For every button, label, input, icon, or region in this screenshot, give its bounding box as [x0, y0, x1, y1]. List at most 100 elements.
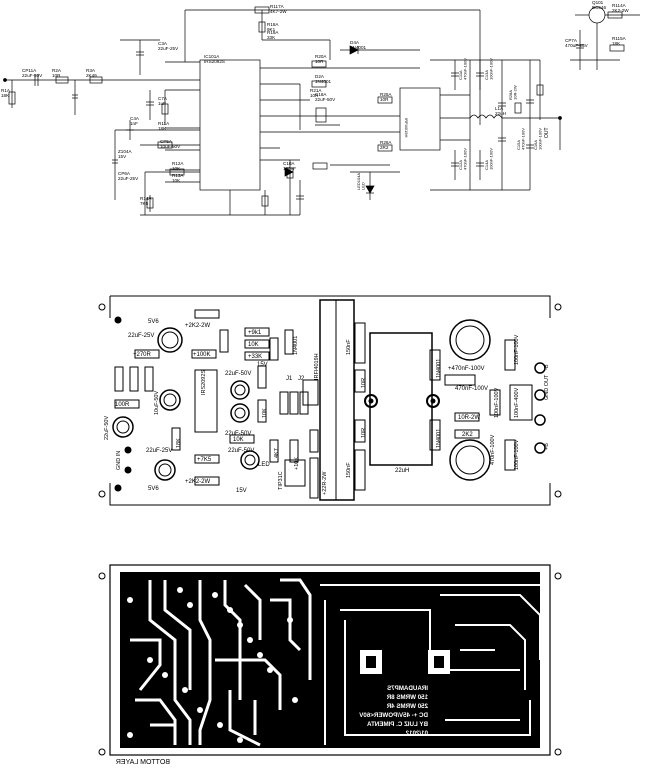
pcb-line-1: IRAUDAMP7S [387, 685, 428, 692]
circuit-schematic [3, 6, 640, 216]
lbl-15v: 15V [257, 362, 268, 368]
label-led: LED104ALED [356, 173, 365, 190]
lbl-100nf-c: 100nF-100V [514, 439, 520, 470]
lbl-10r-2w: 10R-2W [458, 415, 480, 421]
lbl-1n4001-c: 1N4001 [436, 429, 442, 448]
label-c16a: C16A100nF-100V [533, 128, 542, 150]
lbl-irfi: IRFI4019H [314, 353, 320, 380]
pcb-line-2: 150 WRMS 8R [386, 694, 428, 701]
lbl-tip31c: TIP31C [278, 471, 284, 490]
label-r28a: R28A10R-2W [508, 85, 517, 100]
bottom-layer-label: BOTTOM LAYER [116, 759, 170, 766]
lbl-10r-a: 10R [361, 378, 367, 388]
lbl-4k7: 4K7 [274, 448, 280, 458]
lbl-22uf-50v-left: 22uF-50V [104, 416, 110, 440]
pcb-bottom-layer: IRAUDAMP7S 150 WRMS 8R 250 WRMS 4R DC +-… [98, 564, 562, 766]
pcb-line-6: 01/2012 [405, 730, 428, 737]
component-layout [98, 295, 562, 506]
lbl-1n4001-a: 1N4001 [293, 336, 299, 355]
pcb-line-4: DC +- 45V/POWER<60V [358, 712, 428, 719]
lbl-2k2-bot: +2K2-2W [185, 479, 211, 485]
lbl-22uf-50v-b: 22uF-50V [225, 431, 251, 437]
lbl-470nf-a: +470nF-100V [448, 366, 485, 372]
lbl-2k2-top: +2K2-2W [185, 323, 211, 329]
lbl-plus-b: +B [544, 443, 550, 450]
lbl-10k-b: 10K [262, 408, 268, 418]
lbl-15v-b: 15V [236, 488, 247, 494]
lbl-1n4001-b: 1N4001 [436, 359, 442, 378]
lbl-22uf-50v-a: 22uF-50V [225, 371, 251, 377]
lbl-22uf-25v-top: 22uF-25V [128, 333, 154, 339]
lbl-22r-2w: +22R-2W [322, 471, 328, 495]
pcb-line-3: 250 WRMS 4R [386, 703, 428, 710]
lbl-100k: +100K [193, 352, 211, 358]
component-labels: 5V6 +2K2-2W 22uF-25V +9k1 10K +33K 1N400… [104, 319, 550, 495]
pcb-line-5: BY LUIZ C. PIMENTA [367, 721, 428, 728]
label-c11a: C11A470nF-100V [458, 58, 467, 80]
lbl-10k-a: 10K [248, 342, 259, 348]
lbl-led: LED [258, 462, 270, 468]
lbl-2k2-b: 2K2 [462, 432, 473, 438]
lbl-7k5: +7K5 [197, 457, 212, 463]
lbl-100r: 100R [115, 402, 130, 408]
lbl-270r: +270R [133, 352, 152, 358]
lbl-minus-b: -B [544, 364, 550, 370]
lbl-irs2092s: IRS2092S [201, 370, 207, 395]
lbl-470nf-c: 470nF-100V [490, 434, 496, 465]
lbl-150nf: 150nF [346, 339, 352, 355]
lbl-150nf-b: 150nF [346, 462, 352, 478]
label-c12a: C12A470nF-100V [458, 148, 467, 170]
lbl-100nf-400v: 100nF-400V [514, 387, 520, 418]
lbl-100nf-b: 100nF-100V [494, 387, 500, 418]
label-out: OUT [544, 127, 550, 138]
lbl-gnd-in: GND IN [116, 451, 122, 470]
lbl-9k1: +9k1 [248, 330, 262, 336]
lbl-10k-d: +10K [294, 457, 300, 470]
lbl-10r-b: 10R [361, 428, 367, 438]
lbl-33k: +33K [248, 354, 262, 360]
lbl-22uf-25v-b: 22uF-25V [146, 448, 172, 454]
lbl-22uf-50v-c: 22uF-50V [228, 448, 254, 454]
label-c13a: C13A100nF-100V [484, 58, 493, 80]
lbl-5v6-top: 5V6 [148, 319, 159, 325]
lbl-22uh: 22uH [395, 468, 409, 474]
label-c15a: C15A470nF-100V [516, 128, 525, 150]
lbl-470nf-b: 470nF-100V [455, 386, 488, 392]
lbl-5v6-bot: 5V6 [148, 486, 159, 492]
label-driver: IRFI4019H [404, 118, 409, 137]
lbl-18k: 18K [176, 438, 182, 448]
lbl-gnd-out: GND OUT [544, 374, 550, 400]
lbl-100nf-a: 100nF-100V [514, 334, 520, 365]
lbl-10uf-50v: 10uF-50V [154, 391, 160, 415]
lbl-j1: J1 [286, 376, 293, 382]
lbl-10k-c: 10K [233, 437, 244, 443]
